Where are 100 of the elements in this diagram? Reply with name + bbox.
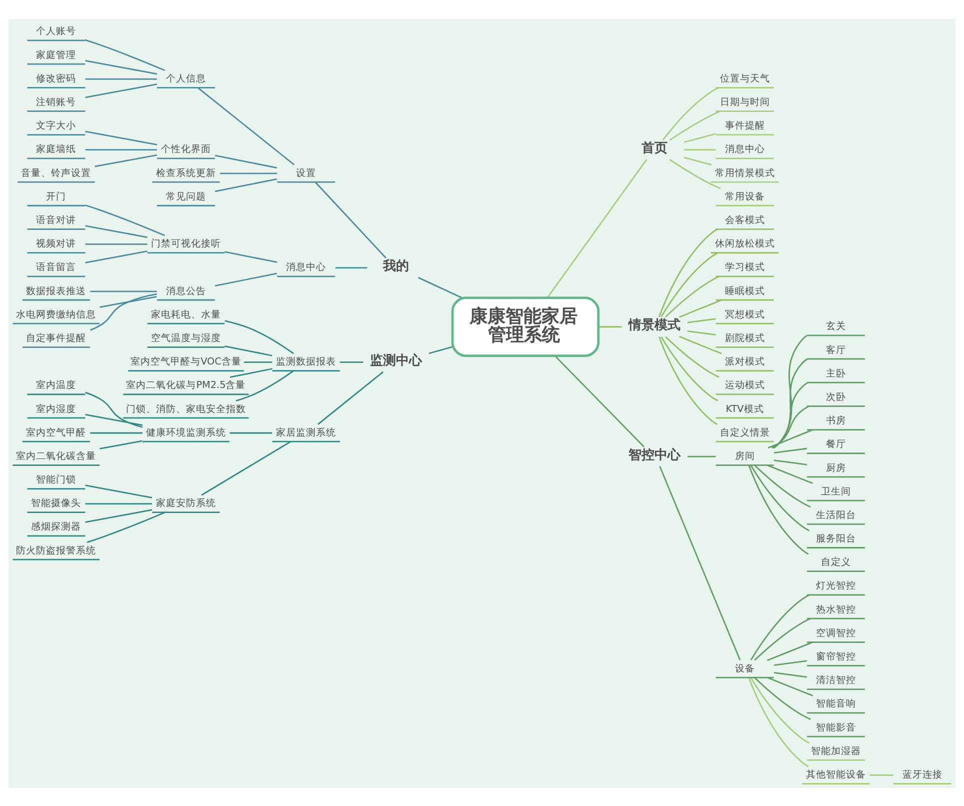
connector: [754, 464, 811, 508]
connector: [754, 676, 811, 720]
node-text: 书房: [826, 415, 846, 426]
connector: [314, 181, 386, 258]
connector: [85, 224, 148, 238]
connector: [85, 413, 143, 426]
node-text: KTV模式: [726, 403, 764, 414]
node-text: 空气温度与湿度: [150, 332, 221, 344]
connector: [687, 330, 716, 336]
connector: [90, 290, 157, 292]
connector: [418, 276, 462, 298]
node-text: 常见问题: [166, 190, 206, 202]
connector: [85, 59, 158, 74]
connector: [748, 676, 809, 767]
node-text: 个人账号: [36, 26, 76, 37]
connector: [670, 110, 721, 140]
node-text: 空调智控: [816, 627, 856, 638]
connector: [85, 130, 158, 145]
connector: [85, 250, 148, 263]
connector: [754, 617, 811, 660]
connector: [766, 641, 813, 661]
connector: [214, 178, 277, 192]
connector: [318, 370, 384, 424]
node-text: 学习模式: [724, 262, 765, 273]
node-text: 主卧: [826, 368, 846, 379]
node-text: 室内二氧化碳含量: [16, 450, 96, 462]
connector: [244, 361, 272, 362]
node-box: 康康智能家居管理系统: [451, 296, 600, 356]
node-text: 睡眠模式: [724, 285, 765, 296]
connector: [774, 459, 807, 465]
connector: [236, 370, 294, 401]
connector: [660, 252, 718, 317]
node-text: 智能门锁: [36, 474, 76, 486]
connector: [90, 432, 143, 434]
connector: [214, 154, 277, 168]
node-text: 生活阳台: [816, 509, 856, 520]
connector: [230, 432, 272, 434]
connector: [85, 78, 157, 80]
connector: [224, 320, 294, 354]
node-text: 派对模式: [724, 356, 765, 368]
node-text: 自定事件提醒: [26, 332, 86, 344]
node-text: 灯光智控: [816, 580, 856, 592]
connector: [85, 484, 152, 498]
connector: [772, 382, 808, 448]
node-text: 室内湿度: [36, 403, 76, 414]
connector: [750, 464, 810, 531]
connector: [554, 354, 645, 447]
connector: [748, 464, 809, 554]
connector: [766, 464, 813, 484]
node-text: 窗帘智控: [816, 651, 856, 662]
connector: [84, 204, 166, 236]
node-text: 室内空气甲醛: [26, 426, 86, 438]
node-text: 设置: [296, 167, 316, 178]
node-text: 智控中心: [628, 447, 680, 462]
connector: [100, 295, 157, 308]
node-text: 监测数据报表: [276, 356, 336, 368]
connector: [750, 677, 810, 744]
node-text: 智能音响: [816, 698, 856, 710]
node-text: 修改密码: [36, 72, 76, 84]
connector: [85, 83, 158, 98]
node-text: 剧院模式: [724, 332, 765, 344]
connector: [201, 440, 291, 496]
node-text: 自定义情景: [720, 426, 770, 438]
node-text: 室内空气甲醛与VOC含量: [130, 356, 242, 368]
connector: [665, 336, 720, 378]
connector: [100, 440, 142, 449]
node-text: 清洁智控: [816, 674, 856, 686]
node-text: 其他智能设备: [806, 768, 866, 780]
node-text: 门锁、消防、家电安全指数: [126, 403, 246, 414]
connector: [679, 298, 722, 318]
node-text: 情景模式: [628, 318, 680, 333]
node-text: 开门: [46, 190, 66, 202]
connector: [774, 660, 807, 666]
node-text: 监测中心: [370, 352, 422, 368]
node-text: 消息中心: [724, 144, 765, 155]
node-text: 智能加湿器: [810, 745, 861, 756]
connector: [94, 154, 158, 167]
connector: [659, 466, 741, 660]
connector: [336, 266, 368, 268]
node-text: 自定义: [820, 556, 851, 568]
node-text: 玄关: [826, 320, 846, 332]
node-text: 常用设备: [724, 190, 765, 202]
connector: [658, 228, 718, 317]
node-text: 视频对讲: [36, 238, 76, 250]
node-text: 热水智控: [816, 604, 856, 615]
node-text: 家庭墙纸: [36, 144, 76, 155]
node-text: 常用情景模式: [714, 167, 775, 178]
connector: [85, 38, 166, 71]
node-text: 消息中心: [286, 262, 326, 273]
node-text: 休闲放松模式: [714, 238, 775, 250]
node-text: 运动模式: [724, 380, 765, 391]
node-text: 日期与时间: [720, 96, 770, 108]
node-text: 语音留言: [36, 262, 76, 273]
connector: [774, 447, 807, 454]
node-text: 家庭管理: [36, 49, 76, 60]
node-text: 数据报表推送: [26, 285, 86, 296]
node-text: 次卧: [826, 391, 846, 402]
node-text: 门禁可视化接听: [150, 238, 221, 250]
node-text: 我的: [382, 258, 409, 274]
node-text: 会客模式: [724, 214, 765, 226]
